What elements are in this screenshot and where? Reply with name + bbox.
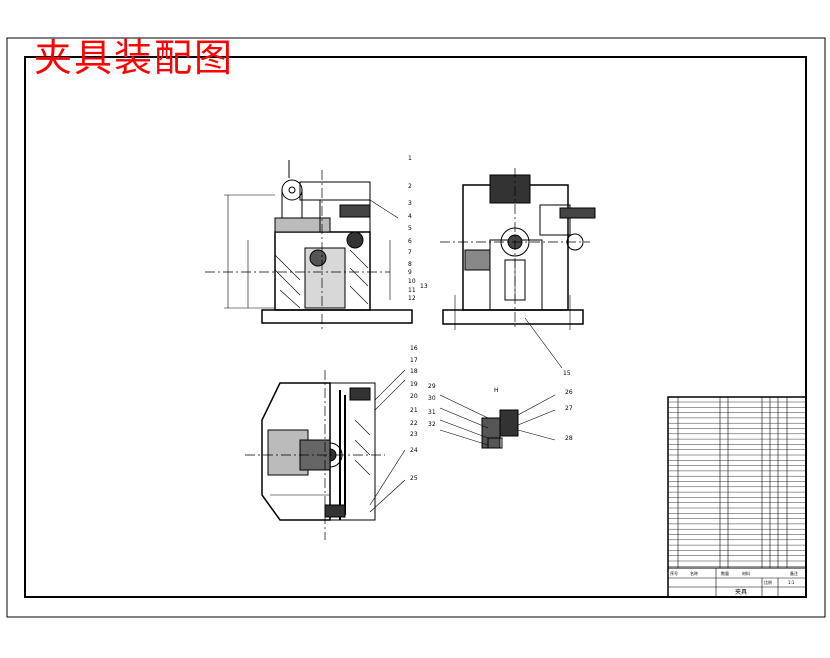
callout-18: 18 (410, 368, 418, 375)
callout-17: 17 (410, 357, 418, 364)
callout-labels: 1 2 3 4 5 6 7 8 9 10 11 12 13 15 16 17 1… (408, 155, 573, 482)
front-callouts: 1 2 3 4 5 6 7 8 9 10 11 12 13 15 (408, 155, 571, 377)
callout-8: 8 (408, 261, 412, 268)
side-view (440, 168, 596, 369)
inner-frame (24, 56, 807, 598)
header-col2: 名称 (690, 570, 698, 576)
callout-20: 20 (410, 393, 418, 400)
callout-30: 30 (428, 395, 436, 402)
callout-3: 3 (408, 200, 412, 207)
callout-22: 22 (410, 420, 418, 427)
title-block: 序号 名称 数量 材料 备注 比例 1:1 夹具 (667, 396, 807, 598)
callout-11: 11 (408, 287, 416, 294)
callout-10: 10 (408, 278, 416, 285)
callout-32: 32 (428, 421, 436, 428)
callout-21: 21 (410, 407, 418, 414)
callout-27: 27 (565, 405, 573, 412)
header-col1: 序号 (670, 570, 678, 576)
callout-7: 7 (408, 249, 412, 256)
drawing-title: 夹具装配图 (34, 36, 235, 80)
outer-frame (6, 37, 826, 618)
detail-view-label: H (494, 387, 499, 394)
top-callouts: 16 17 18 19 20 21 22 23 24 25 (410, 345, 418, 482)
callout-25: 25 (410, 475, 418, 482)
callout-29: 29 (428, 383, 436, 390)
scale-value: 1:1 (788, 580, 795, 585)
header-col3: 数量 (721, 570, 729, 576)
callout-6: 6 (408, 238, 412, 245)
callout-15: 15 (563, 370, 571, 377)
callout-13: 13 (420, 283, 428, 290)
callout-24: 24 (410, 447, 418, 454)
header-col5: 备注 (790, 570, 798, 576)
front-view (205, 160, 413, 330)
callout-23: 23 (410, 431, 418, 438)
callout-1: 1 (408, 155, 412, 162)
callout-12: 12 (408, 295, 416, 302)
callout-19: 19 (410, 381, 418, 388)
callout-9: 9 (408, 269, 412, 276)
detail-view (439, 394, 556, 449)
callout-31: 31 (428, 409, 436, 416)
scale-label: 比例 (764, 579, 772, 585)
callout-16: 16 (410, 345, 418, 352)
callout-2: 2 (408, 183, 412, 190)
callout-5: 5 (408, 225, 412, 232)
header-col4: 材料 (742, 570, 750, 576)
callout-26: 26 (565, 389, 573, 396)
callout-28: 28 (565, 435, 573, 442)
top-view (245, 369, 406, 540)
detail-callouts: H 26 27 28 29 30 31 32 (428, 383, 573, 442)
callout-4: 4 (408, 213, 412, 220)
drawing-name: 夹具 (735, 588, 747, 596)
